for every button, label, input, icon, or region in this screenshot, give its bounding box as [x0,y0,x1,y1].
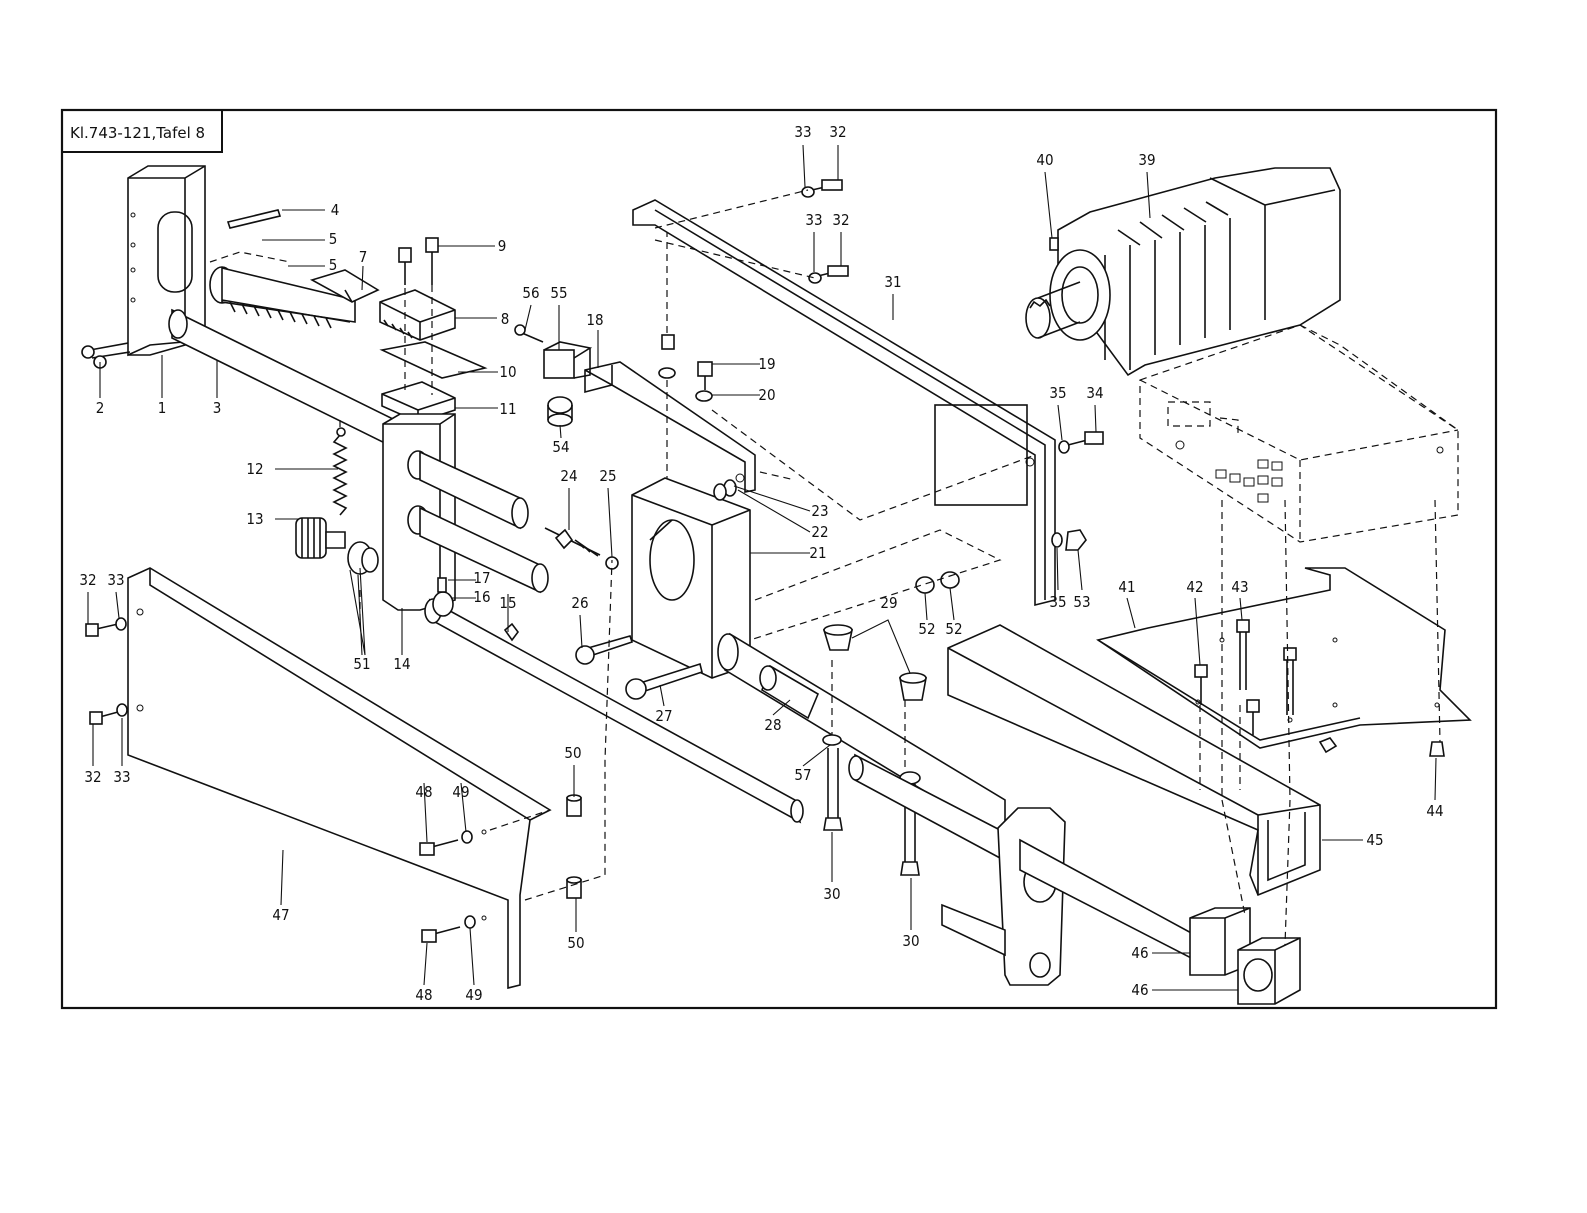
callout-label: 32 [829,123,846,141]
callout-label: 19 [758,355,775,373]
callout-label: 24 [560,467,577,485]
callout-label: 33 [794,123,811,141]
callout-label: 50 [564,744,581,762]
callout-label: 17 [473,569,490,587]
callout-label: 54 [552,438,569,456]
callout-label: 29 [880,594,897,612]
callout-label: 35 [1049,384,1066,402]
callout-label: 1 [158,399,167,417]
callout-label: 49 [452,783,469,801]
callout-label: 43 [1231,578,1248,596]
callout-label: 10 [499,363,516,381]
callout-label: 9 [498,237,507,255]
callout-label: 46 [1131,981,1148,999]
callout-label: 23 [811,502,828,520]
callout-label: 22 [811,523,828,541]
callout-label: 32 [832,211,849,229]
callout-label: 27 [655,707,672,725]
callout-label: 16 [473,588,490,606]
callout-label: 42 [1186,578,1203,596]
callout-label: 33 [107,571,124,589]
callout-label: 2 [96,399,105,417]
callout-label: 33 [805,211,822,229]
callout-label: 25 [599,467,616,485]
callout-label: 57 [794,766,811,784]
callout-label: 40 [1036,151,1053,169]
callout-label: 51 [353,655,370,673]
callout-label: 5 [329,230,338,248]
callout-label: 47 [272,906,289,924]
callout-label: 11 [499,400,516,418]
callout-label: 4 [331,201,340,219]
callout-label: 31 [884,273,901,291]
callout-label: 52 [918,620,935,638]
callout-label: 30 [902,932,919,950]
callout-label: 21 [809,544,826,562]
callout-label: 7 [359,248,368,266]
callout-label: 26 [571,594,588,612]
callout-label: 39 [1138,151,1155,169]
callout-label: 34 [1086,384,1103,402]
callout-label: 18 [586,311,603,329]
callout-label: 56 [522,284,539,302]
callout-label: 50 [567,934,584,952]
callout-label: 13 [246,510,263,528]
callout-label: 8 [501,310,510,328]
callout-label: 49 [465,986,482,1004]
callout-label: 46 [1131,944,1148,962]
callout-label: 5 [329,256,338,274]
callout-label: 44 [1426,802,1443,820]
callout-label: 55 [550,284,567,302]
callout-label: 12 [246,460,263,478]
callout-label: 32 [79,571,96,589]
callout-label: 32 [84,768,101,786]
callout-label: 53 [1073,593,1090,611]
callout-label: 28 [764,716,781,734]
callout-label: 3 [213,399,222,417]
callout-label: 45 [1366,831,1383,849]
callout-label: 14 [393,655,410,673]
callout-label: 41 [1118,578,1135,596]
title-block-text: Kl.743-121,Tafel 8 [70,124,205,142]
callout-label: 33 [113,768,130,786]
callout-label: 15 [499,594,516,612]
callout-label: 48 [415,986,432,1004]
drawing-lines [82,145,1470,1004]
callout-label: 30 [823,885,840,903]
callout-label: 35 [1049,593,1066,611]
callout-label: 20 [758,386,775,404]
callout-label: 52 [945,620,962,638]
callout-label: 48 [415,783,432,801]
